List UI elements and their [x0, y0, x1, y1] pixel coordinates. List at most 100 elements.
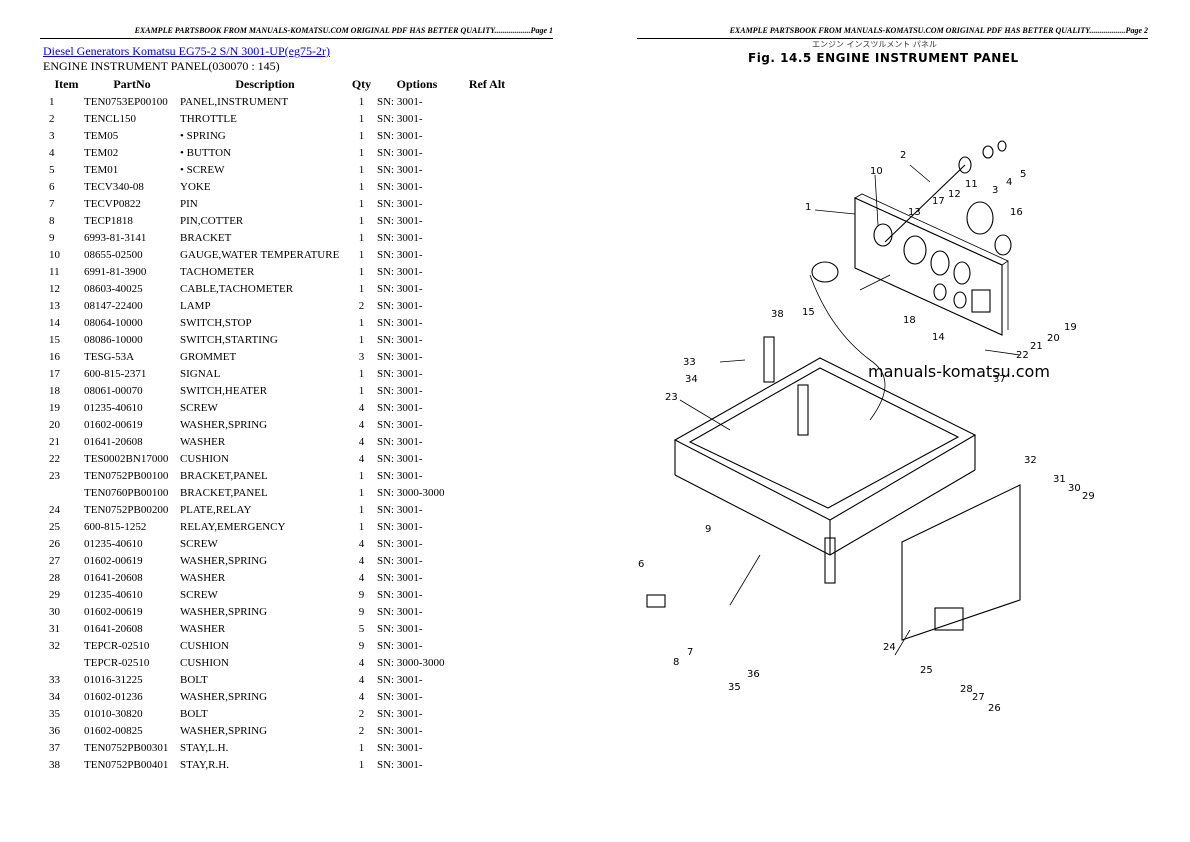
cell-refalt: [457, 569, 517, 586]
column-header-item: Item: [54, 77, 79, 91]
cell-options: SN: 3001-: [377, 571, 423, 584]
cell-item: 6: [49, 180, 55, 193]
cell-partno: 01602-00825: [84, 724, 143, 737]
column-header-partno: PartNo: [113, 77, 151, 91]
cell-qty: 1: [358, 146, 365, 159]
cell-description: BRACKET,PANEL: [180, 469, 268, 482]
cell-item: 14: [49, 316, 60, 329]
cell-description: SCREW: [180, 588, 218, 601]
cell-refalt: [457, 144, 517, 161]
callout-30a: 30: [1068, 483, 1081, 494]
cell-options: SN: 3001-: [377, 214, 423, 227]
cell-qty: 1: [358, 129, 365, 142]
cell-refalt: [457, 178, 517, 195]
cell-description: GROMMET: [180, 350, 237, 363]
callout-17: 17: [932, 196, 945, 207]
cell-partno: TECP1818: [84, 214, 133, 227]
cell-qty: 1: [358, 231, 365, 244]
parts-table: Item PartNo Description Qty Options Ref …: [43, 76, 517, 773]
cell-item: 9: [49, 231, 55, 244]
document-link[interactable]: Diesel Generators Komatsu EG75-2 S/N 300…: [43, 44, 330, 58]
cell-options: SN: 3001-: [377, 605, 423, 618]
cell-refalt: [457, 280, 517, 297]
cell-refalt: [457, 671, 517, 688]
cell-item: 25: [49, 520, 60, 533]
cell-partno: 08603-40025: [84, 282, 143, 295]
cell-refalt: [457, 501, 517, 518]
cell-item: 23: [49, 469, 60, 482]
cell-options: SN: 3001-: [377, 469, 423, 482]
cell-options: SN: 3001-: [377, 129, 423, 142]
cell-options: SN: 3001-: [377, 639, 423, 652]
cell-options: SN: 3001-: [377, 537, 423, 550]
cell-refalt: [457, 688, 517, 705]
cell-item: 34: [49, 690, 60, 703]
callout-7: 7: [687, 647, 693, 658]
cell-description: WASHER,SPRING: [180, 724, 268, 737]
cell-description: LAMP: [180, 299, 211, 312]
cell-options: SN: 3001-: [377, 95, 423, 108]
callout-8: 8: [673, 657, 679, 668]
cell-item: 35: [49, 707, 60, 720]
callout-15: 15: [802, 307, 815, 318]
callout-33: 33: [683, 357, 696, 368]
cell-description: THROTTLE: [180, 112, 237, 125]
cell-refalt: [457, 705, 517, 722]
cell-item: 33: [49, 673, 60, 686]
callout-37: 37: [993, 374, 1006, 385]
callout-25: 25: [920, 665, 933, 676]
cell-item: [43, 654, 84, 671]
cell-qty: 1: [358, 469, 365, 482]
cell-item: 12: [49, 282, 60, 295]
cell-item: 4: [49, 146, 55, 159]
cell-qty: 1: [358, 282, 365, 295]
callout-24: 24: [883, 642, 896, 653]
cell-description: CUSHION: [180, 656, 229, 669]
callout-29a: 29: [1082, 491, 1095, 502]
callout-13: 13: [908, 207, 921, 218]
cell-item: 15: [49, 333, 60, 346]
cell-description: SWITCH,HEATER: [180, 384, 268, 397]
cell-partno: 01602-01236: [84, 690, 143, 703]
cell-qty: 1: [358, 384, 365, 397]
cell-options: SN: 3001-: [377, 554, 423, 567]
watermark-text: manuals-komatsu.com: [868, 362, 1050, 381]
cell-item: 8: [49, 214, 55, 227]
callout-31: 31: [1053, 474, 1066, 485]
cell-partno: TESG-53A: [84, 350, 135, 363]
cell-partno: TEM02: [84, 146, 119, 159]
cell-options: SN: 3001-: [377, 503, 423, 516]
figure-title: Fig. 14.5 ENGINE INSTRUMENT PANEL: [748, 51, 1019, 65]
cell-description: SWITCH,STARTING: [180, 333, 278, 346]
cell-item: 29: [49, 588, 60, 601]
cell-partno: 01641-20608: [84, 571, 143, 584]
cell-refalt: [457, 127, 517, 144]
cell-partno: 08147-22400: [84, 299, 143, 312]
frame-bracket-drawing: [646, 336, 1021, 641]
callout-19: 19: [1064, 322, 1077, 333]
cell-description: STAY,L.H.: [180, 741, 229, 754]
cell-options: SN: 3001-: [377, 333, 423, 346]
cell-refalt: [457, 246, 517, 263]
cell-partno: 01641-20608: [84, 435, 143, 448]
cell-options: SN: 3001-: [377, 350, 423, 363]
column-header-qty: Qty: [351, 77, 372, 91]
cell-qty: 1: [358, 503, 365, 516]
callout-3: 3: [992, 185, 998, 196]
callout-16: 16: [1010, 207, 1023, 218]
cell-item: [43, 484, 84, 501]
cell-options: SN: 3001-: [377, 418, 423, 431]
